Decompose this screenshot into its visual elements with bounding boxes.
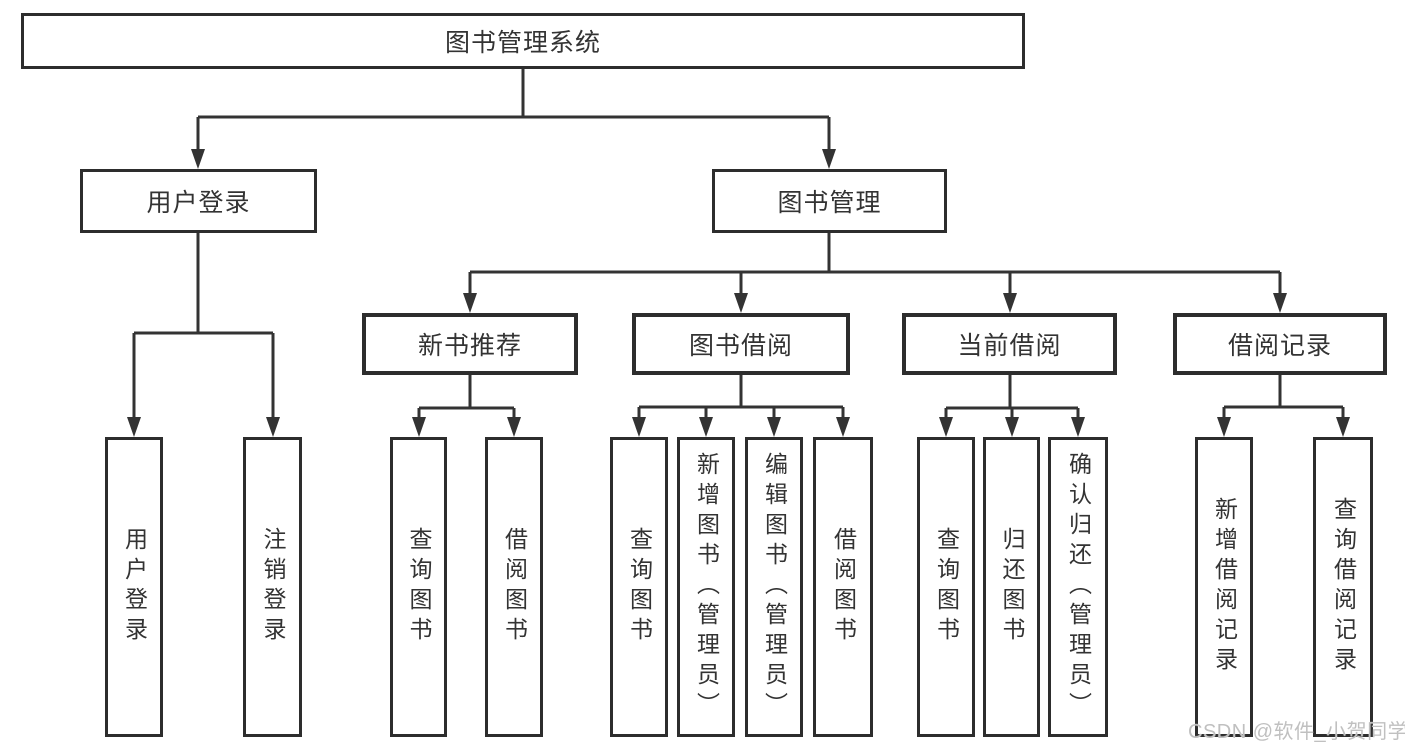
- leaf-borrow-edit-book-admin: 编辑图书（管理员）: [745, 437, 803, 737]
- leaf-recommend-query-book: 查询图书: [390, 437, 447, 737]
- node-book-management: 图书管理: [712, 169, 947, 233]
- leaf-current-confirm-return-admin: 确认归还（管理员）: [1048, 437, 1108, 737]
- leaf-recommend-borrow-book: 借阅图书: [485, 437, 543, 737]
- node-new-book-recommend: 新书推荐: [362, 313, 578, 375]
- leaf-borrow-query-book: 查询图书: [610, 437, 668, 737]
- leaf-borrow-add-book-admin: 新增图书（管理员）: [677, 437, 735, 737]
- leaf-records-query-record: 查询借阅记录: [1313, 437, 1373, 737]
- leaf-current-return-book: 归还图书: [983, 437, 1040, 737]
- node-book-borrow: 图书借阅: [632, 313, 850, 375]
- csdn-watermark: CSDN @软件_小贺同学: [1188, 721, 1405, 743]
- leaf-current-query-book: 查询图书: [917, 437, 975, 737]
- node-borrow-records: 借阅记录: [1173, 313, 1387, 375]
- node-current-borrow: 当前借阅: [902, 313, 1117, 375]
- node-library-management-system: 图书管理系统: [21, 13, 1025, 69]
- leaf-records-add-record: 新增借阅记录: [1195, 437, 1253, 737]
- node-user-login: 用户登录: [80, 169, 317, 233]
- leaf-logout: 注销登录: [243, 437, 302, 737]
- leaf-user-login: 用户登录: [105, 437, 163, 737]
- leaf-borrow-borrow-book: 借阅图书: [813, 437, 873, 737]
